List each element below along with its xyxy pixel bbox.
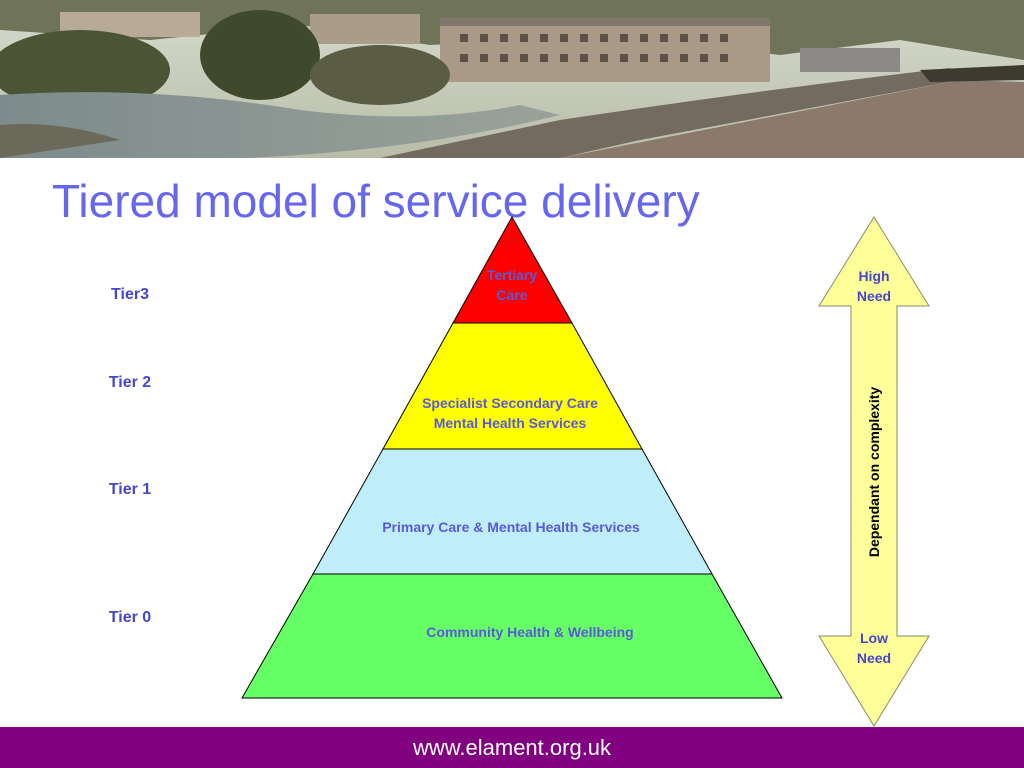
complexity-label: Dependant on complexity bbox=[866, 387, 882, 558]
secondary-label-line2: Mental Health Services bbox=[434, 415, 587, 431]
page-title: Tiered model of service delivery bbox=[52, 175, 700, 227]
community-label: Community Health & Wellbeing bbox=[426, 624, 633, 640]
footer-url: www.elament.org.uk bbox=[412, 735, 612, 760]
tertiary-label-line1: Tertiary bbox=[487, 267, 538, 283]
pyramid-layer-primary bbox=[312, 448, 713, 575]
tiered-pyramid-diagram: Tertiary Care Specialist Secondary Care … bbox=[241, 215, 930, 727]
primary-label: Primary Care & Mental Health Services bbox=[382, 519, 640, 535]
footer-bar: www.elament.org.uk bbox=[0, 727, 1024, 768]
pyramid-layer-community bbox=[241, 573, 783, 699]
tier1-label: Tier 1 bbox=[108, 481, 152, 498]
secondary-label-line1: Specialist Secondary Care bbox=[422, 395, 598, 411]
header-banner-photo bbox=[0, 0, 1024, 158]
high-need-line1: High bbox=[858, 268, 889, 284]
high-need-line2: Need bbox=[857, 288, 891, 304]
low-need-line2: Need bbox=[857, 650, 891, 666]
tier2-label: Tier 2 bbox=[108, 374, 152, 391]
tier0-label: Tier 0 bbox=[108, 609, 152, 626]
tertiary-label-line2: Care bbox=[496, 287, 527, 303]
low-need-line1: Low bbox=[860, 630, 888, 646]
tier3-label: Tier3 bbox=[111, 286, 149, 303]
need-scale-arrow bbox=[818, 216, 930, 727]
